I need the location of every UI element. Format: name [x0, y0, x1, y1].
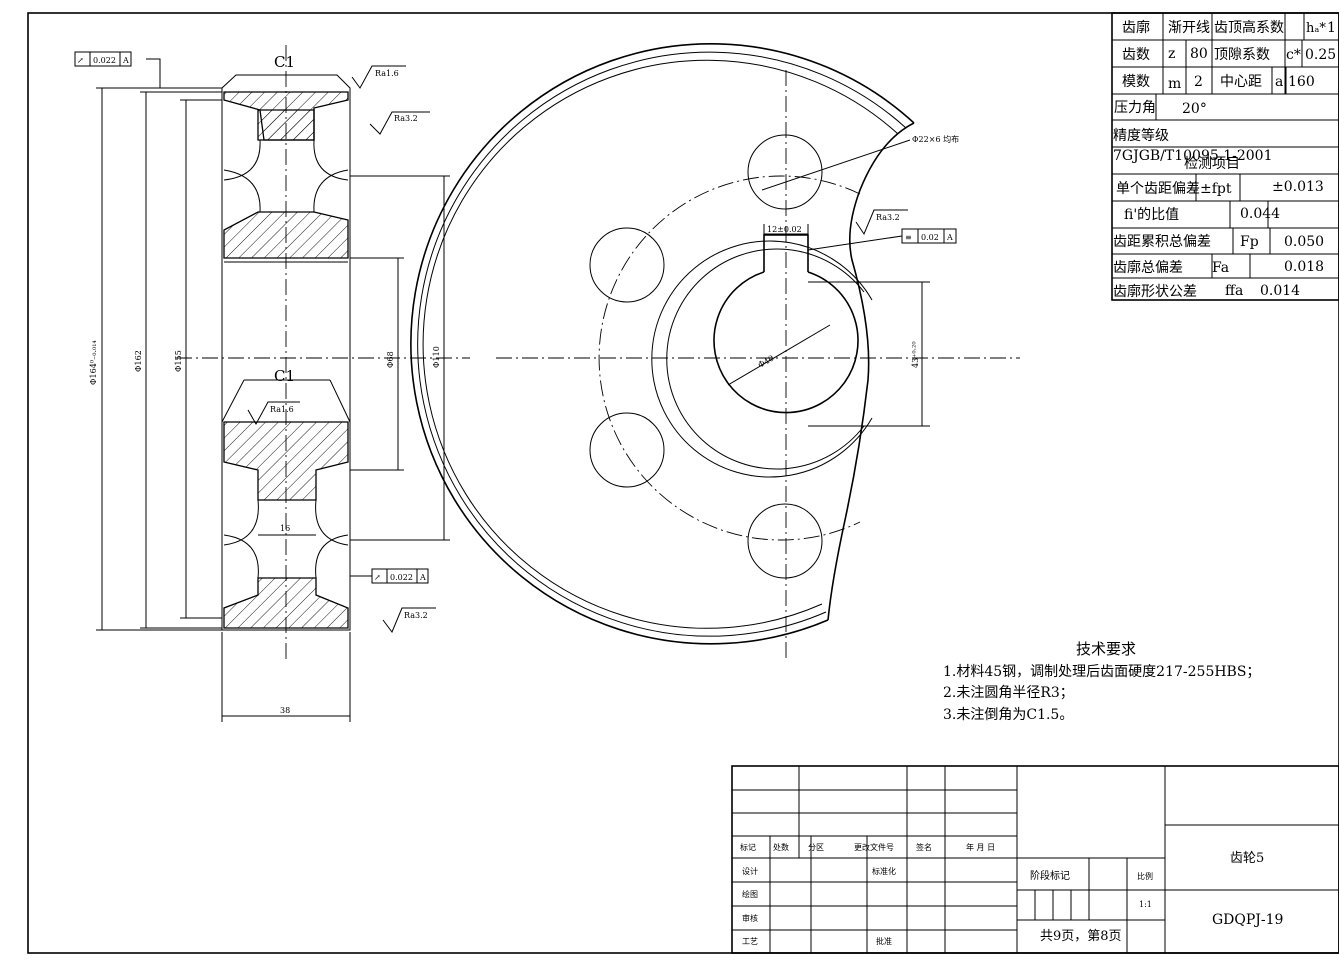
dim-110: Φ110 — [432, 346, 441, 368]
dim-68: Φ68 — [386, 351, 395, 368]
drawing-number: GDQPJ-19 — [1212, 912, 1283, 928]
role-label: 审核 — [742, 913, 758, 923]
svg-text:齿数: 齿数 — [1122, 47, 1150, 63]
svg-text:批准: 批准 — [876, 936, 892, 946]
svg-text:7GJGB/T10095.1-2001: 7GJGB/T10095.1-2001 — [1113, 148, 1272, 164]
svg-text:1: 1 — [1327, 20, 1336, 36]
bore-dim: Φ40 — [757, 354, 776, 370]
svg-text:2: 2 — [1194, 74, 1203, 90]
dim-162: Φ162 — [134, 350, 143, 372]
bolt-hole — [747, 134, 823, 210]
bolt-hole — [747, 503, 823, 579]
svg-text:0.02: 0.02 — [921, 233, 939, 242]
svg-text:齿廓总偏差: 齿廓总偏差 — [1113, 259, 1183, 276]
svg-text:≡: ≡ — [905, 233, 912, 242]
chamfer-top-label: C1 — [274, 53, 295, 71]
svg-text:单个齿距偏差: 单个齿距偏差 — [1116, 181, 1200, 197]
role-label: 设计 — [742, 866, 758, 876]
bolt-hole — [589, 412, 665, 488]
svg-text:模数: 模数 — [1122, 74, 1150, 90]
svg-text:0.022: 0.022 — [93, 56, 116, 65]
svg-text:0.014: 0.014 — [1260, 283, 1300, 299]
svg-text:更改文件号: 更改文件号 — [854, 842, 894, 852]
dim-16: 16 — [280, 524, 290, 533]
ra-upper-label: Ra3.2 — [394, 114, 418, 123]
svg-text:年 月 日: 年 月 日 — [966, 842, 995, 852]
svg-text:0.022: 0.022 — [390, 573, 413, 582]
svg-text:±0.013: ±0.013 — [1272, 179, 1324, 195]
svg-text:c*: c* — [1286, 47, 1301, 63]
svg-text:A: A — [122, 56, 129, 65]
svg-text:Fp: Fp — [1240, 234, 1259, 250]
svg-text:fi'的比值: fi'的比值 — [1124, 207, 1179, 223]
front-view: Φ40 12±0.02 43⁺⁰·²⁰ Φ22×6 均布 Ra3.2 ≡ 0.0… — [410, 43, 1020, 658]
svg-text:A: A — [946, 233, 953, 242]
section-view: Φ164⁰₋₀.₀₁₄ Φ162 Φ155 Φ68 Φ110 16 38 C1 … — [74, 45, 470, 722]
svg-text:160: 160 — [1288, 74, 1315, 90]
svg-text:齿廓: 齿廓 — [1122, 19, 1150, 36]
svg-text:签名: 签名 — [916, 842, 932, 852]
tech-requirements: 技术要求 1.材料45钢，调制处理后齿面硬度217-255HBS； 2.未注圆角… — [943, 640, 1260, 723]
svg-text:标记: 标记 — [740, 842, 756, 852]
runout-frame-bottom: ↗ 0.022 A — [350, 568, 429, 584]
scale-value: 1:1 — [1139, 900, 1152, 909]
ra-bottom-label: Ra3.2 — [404, 611, 428, 620]
svg-text:分区: 分区 — [808, 843, 824, 852]
part-name: 齿轮5 — [1230, 851, 1264, 866]
tech-req-item: 3.未注倒角为C1.5。 — [943, 707, 1073, 723]
svg-text:渐开线: 渐开线 — [1168, 20, 1210, 36]
role-label: 绘图 — [742, 889, 758, 899]
svg-text:z: z — [1168, 46, 1175, 62]
tech-req-item: 1.材料45钢，调制处理后齿面硬度217-255HBS； — [943, 664, 1260, 680]
svg-text:检测项目: 检测项目 — [1184, 156, 1240, 172]
svg-text:齿距累积总偏差: 齿距累积总偏差 — [1113, 234, 1211, 250]
symmetry-frame: ≡ 0.02 A — [807, 228, 957, 251]
svg-text:0.018: 0.018 — [1284, 259, 1324, 275]
svg-text:hₐ*: hₐ* — [1306, 21, 1326, 36]
dim-155: Φ155 — [174, 350, 183, 372]
key-width-dim: 12±0.02 — [767, 225, 802, 234]
param-table: 齿廓 渐开线 齿顶高系数 hₐ* 1 齿数 z 80 顶隙系数 c* 0.25 … — [1111, 12, 1339, 301]
svg-text:m: m — [1168, 76, 1181, 92]
svg-text:0.050: 0.050 — [1284, 234, 1324, 250]
role-label: 工艺 — [742, 937, 758, 946]
svg-text:顶隙系数: 顶隙系数 — [1214, 47, 1270, 63]
svg-text:Fa: Fa — [1212, 260, 1229, 276]
ra-key-label: Ra3.2 — [876, 213, 900, 222]
sheet-border — [27, 12, 1339, 954]
svg-text:±fpt: ±fpt — [1200, 181, 1232, 197]
svg-text:ffa: ffa — [1225, 283, 1243, 299]
svg-text:齿廓形状公差: 齿廓形状公差 — [1113, 283, 1197, 300]
runout-frame-top: ↗ 0.022 A — [74, 51, 161, 88]
svg-text:↗: ↗ — [374, 573, 381, 582]
svg-text:0.25: 0.25 — [1305, 47, 1336, 63]
dim-38: 38 — [280, 706, 290, 715]
svg-text:80: 80 — [1190, 46, 1208, 62]
svg-text:精度等级: 精度等级 — [1113, 127, 1169, 144]
svg-text:↗: ↗ — [77, 56, 84, 65]
svg-text:中心距: 中心距 — [1220, 74, 1262, 90]
bolt-hole — [589, 227, 665, 303]
svg-text:0.044: 0.044 — [1240, 206, 1280, 222]
ra-top-label: Ra1.6 — [375, 69, 399, 78]
svg-text:a: a — [1275, 74, 1283, 90]
stage-mark-label: 阶段标记 — [1030, 869, 1070, 882]
svg-text:标准化: 标准化 — [872, 866, 896, 876]
svg-text:A: A — [419, 573, 426, 582]
svg-text:处数: 处数 — [773, 842, 789, 852]
tech-req-item: 2.未注圆角半径R3； — [943, 685, 1074, 701]
dim-od: Φ164⁰₋₀.₀₁₄ — [89, 340, 98, 385]
chamfer-mid-label: C1 — [274, 367, 295, 385]
tech-req-title: 技术要求 — [1076, 640, 1136, 658]
pages-label: 共9页，第8页 — [1040, 929, 1122, 944]
holes-note: Φ22×6 均布 — [912, 134, 959, 144]
svg-text:压力角: 压力角 — [1114, 100, 1156, 116]
svg-text:20°: 20° — [1182, 101, 1207, 117]
title-block: 标记 处数 分区 更改文件号 签名 年 月 日 设计 绘图 审核 工艺 标准化 … — [731, 765, 1339, 954]
key-depth-dim: 43⁺⁰·²⁰ — [911, 341, 920, 368]
svg-text:齿顶高系数: 齿顶高系数 — [1214, 19, 1284, 36]
ra-mid-label: Ra1.6 — [270, 405, 294, 414]
scale-label: 比例 — [1137, 871, 1153, 881]
